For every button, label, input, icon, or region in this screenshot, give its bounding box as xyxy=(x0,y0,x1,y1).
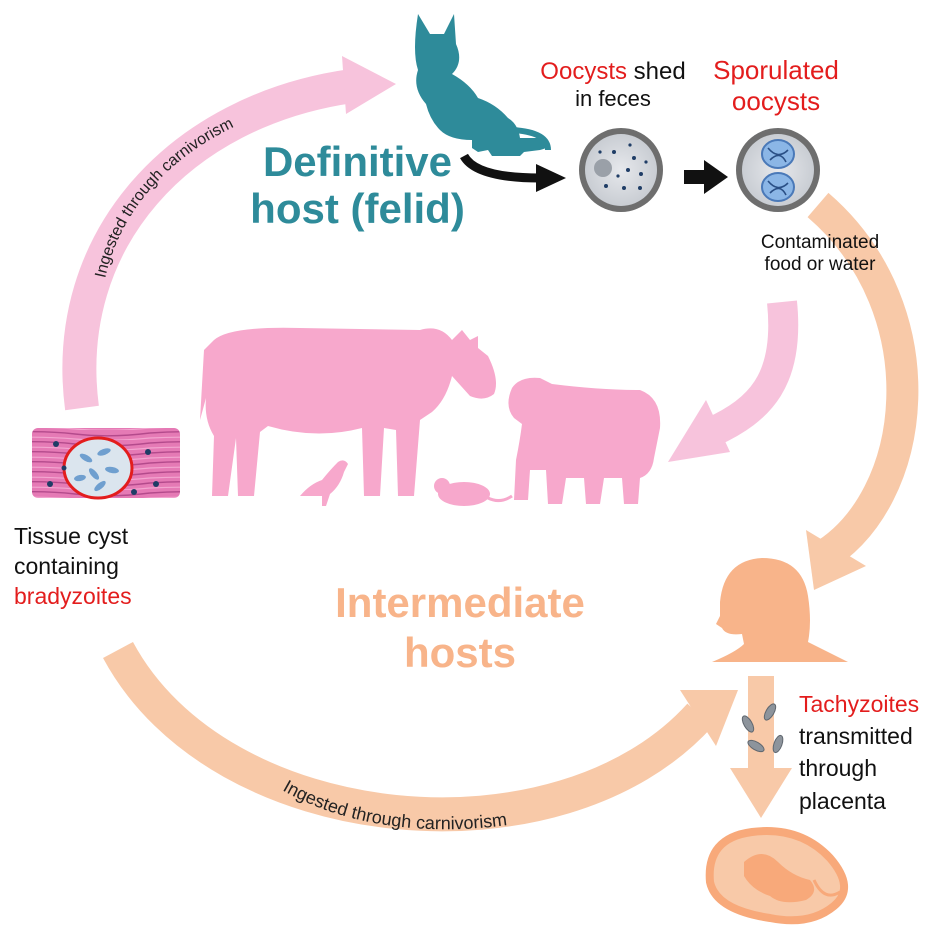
mouse-icon xyxy=(434,478,512,506)
contaminated-line2: food or water xyxy=(740,254,900,276)
tachyzoites-line4: placenta xyxy=(799,785,919,817)
sheep-icon xyxy=(508,378,660,504)
oocysts-in-feces: in feces xyxy=(528,86,698,111)
sporulated-oocyst-icon xyxy=(736,128,820,212)
contaminated-label: Contaminated food or water xyxy=(740,232,900,276)
tachyzoites-line2: transmitted xyxy=(799,720,919,752)
intermediate-hosts-title: Intermediate hosts xyxy=(310,578,610,677)
sporulated-line2: oocysts xyxy=(706,86,846,117)
arrow-food-to-hosts xyxy=(668,302,783,462)
cow-icon xyxy=(200,328,496,496)
tachyzoites-highlight: Tachyzoites xyxy=(799,688,919,720)
tissue-cyst-icon xyxy=(32,428,180,498)
intermediate-hosts-line1: Intermediate xyxy=(310,578,610,628)
definitive-host-title: Definitive host (felid) xyxy=(235,138,480,232)
tissue-cyst-line1: Tissue cyst xyxy=(14,522,132,552)
definitive-host-line2: host (felid) xyxy=(235,185,480,232)
sporulated-line1: Sporulated xyxy=(706,55,846,86)
contaminated-line1: Contaminated xyxy=(740,232,900,254)
tachyzoites-line3: through xyxy=(799,752,919,784)
tissue-cyst-line2: containing xyxy=(14,552,132,582)
intermediate-hosts-line2: hosts xyxy=(310,628,610,678)
arrow-carnivorism-to-human: Ingested through carnivorism xyxy=(118,650,738,833)
definitive-host-line1: Definitive xyxy=(235,138,480,185)
sporulated-label: Sporulated oocysts xyxy=(706,55,846,117)
oocysts-highlight: Oocysts xyxy=(540,58,627,85)
oocysts-shed: shed xyxy=(627,58,686,85)
tissue-cyst-label: Tissue cyst containing bradyzoites xyxy=(14,522,132,612)
bradyzoites-highlight: bradyzoites xyxy=(14,582,132,612)
bird-icon xyxy=(300,460,348,506)
oocysts-label: Oocysts shed in feces xyxy=(528,58,698,111)
arrow-label-top: Ingested through carnivorism xyxy=(92,115,236,279)
tachyzoites-label: Tachyzoites transmitted through placenta xyxy=(799,688,919,817)
oocyst-icon xyxy=(579,128,663,212)
fetus-icon xyxy=(710,831,844,920)
